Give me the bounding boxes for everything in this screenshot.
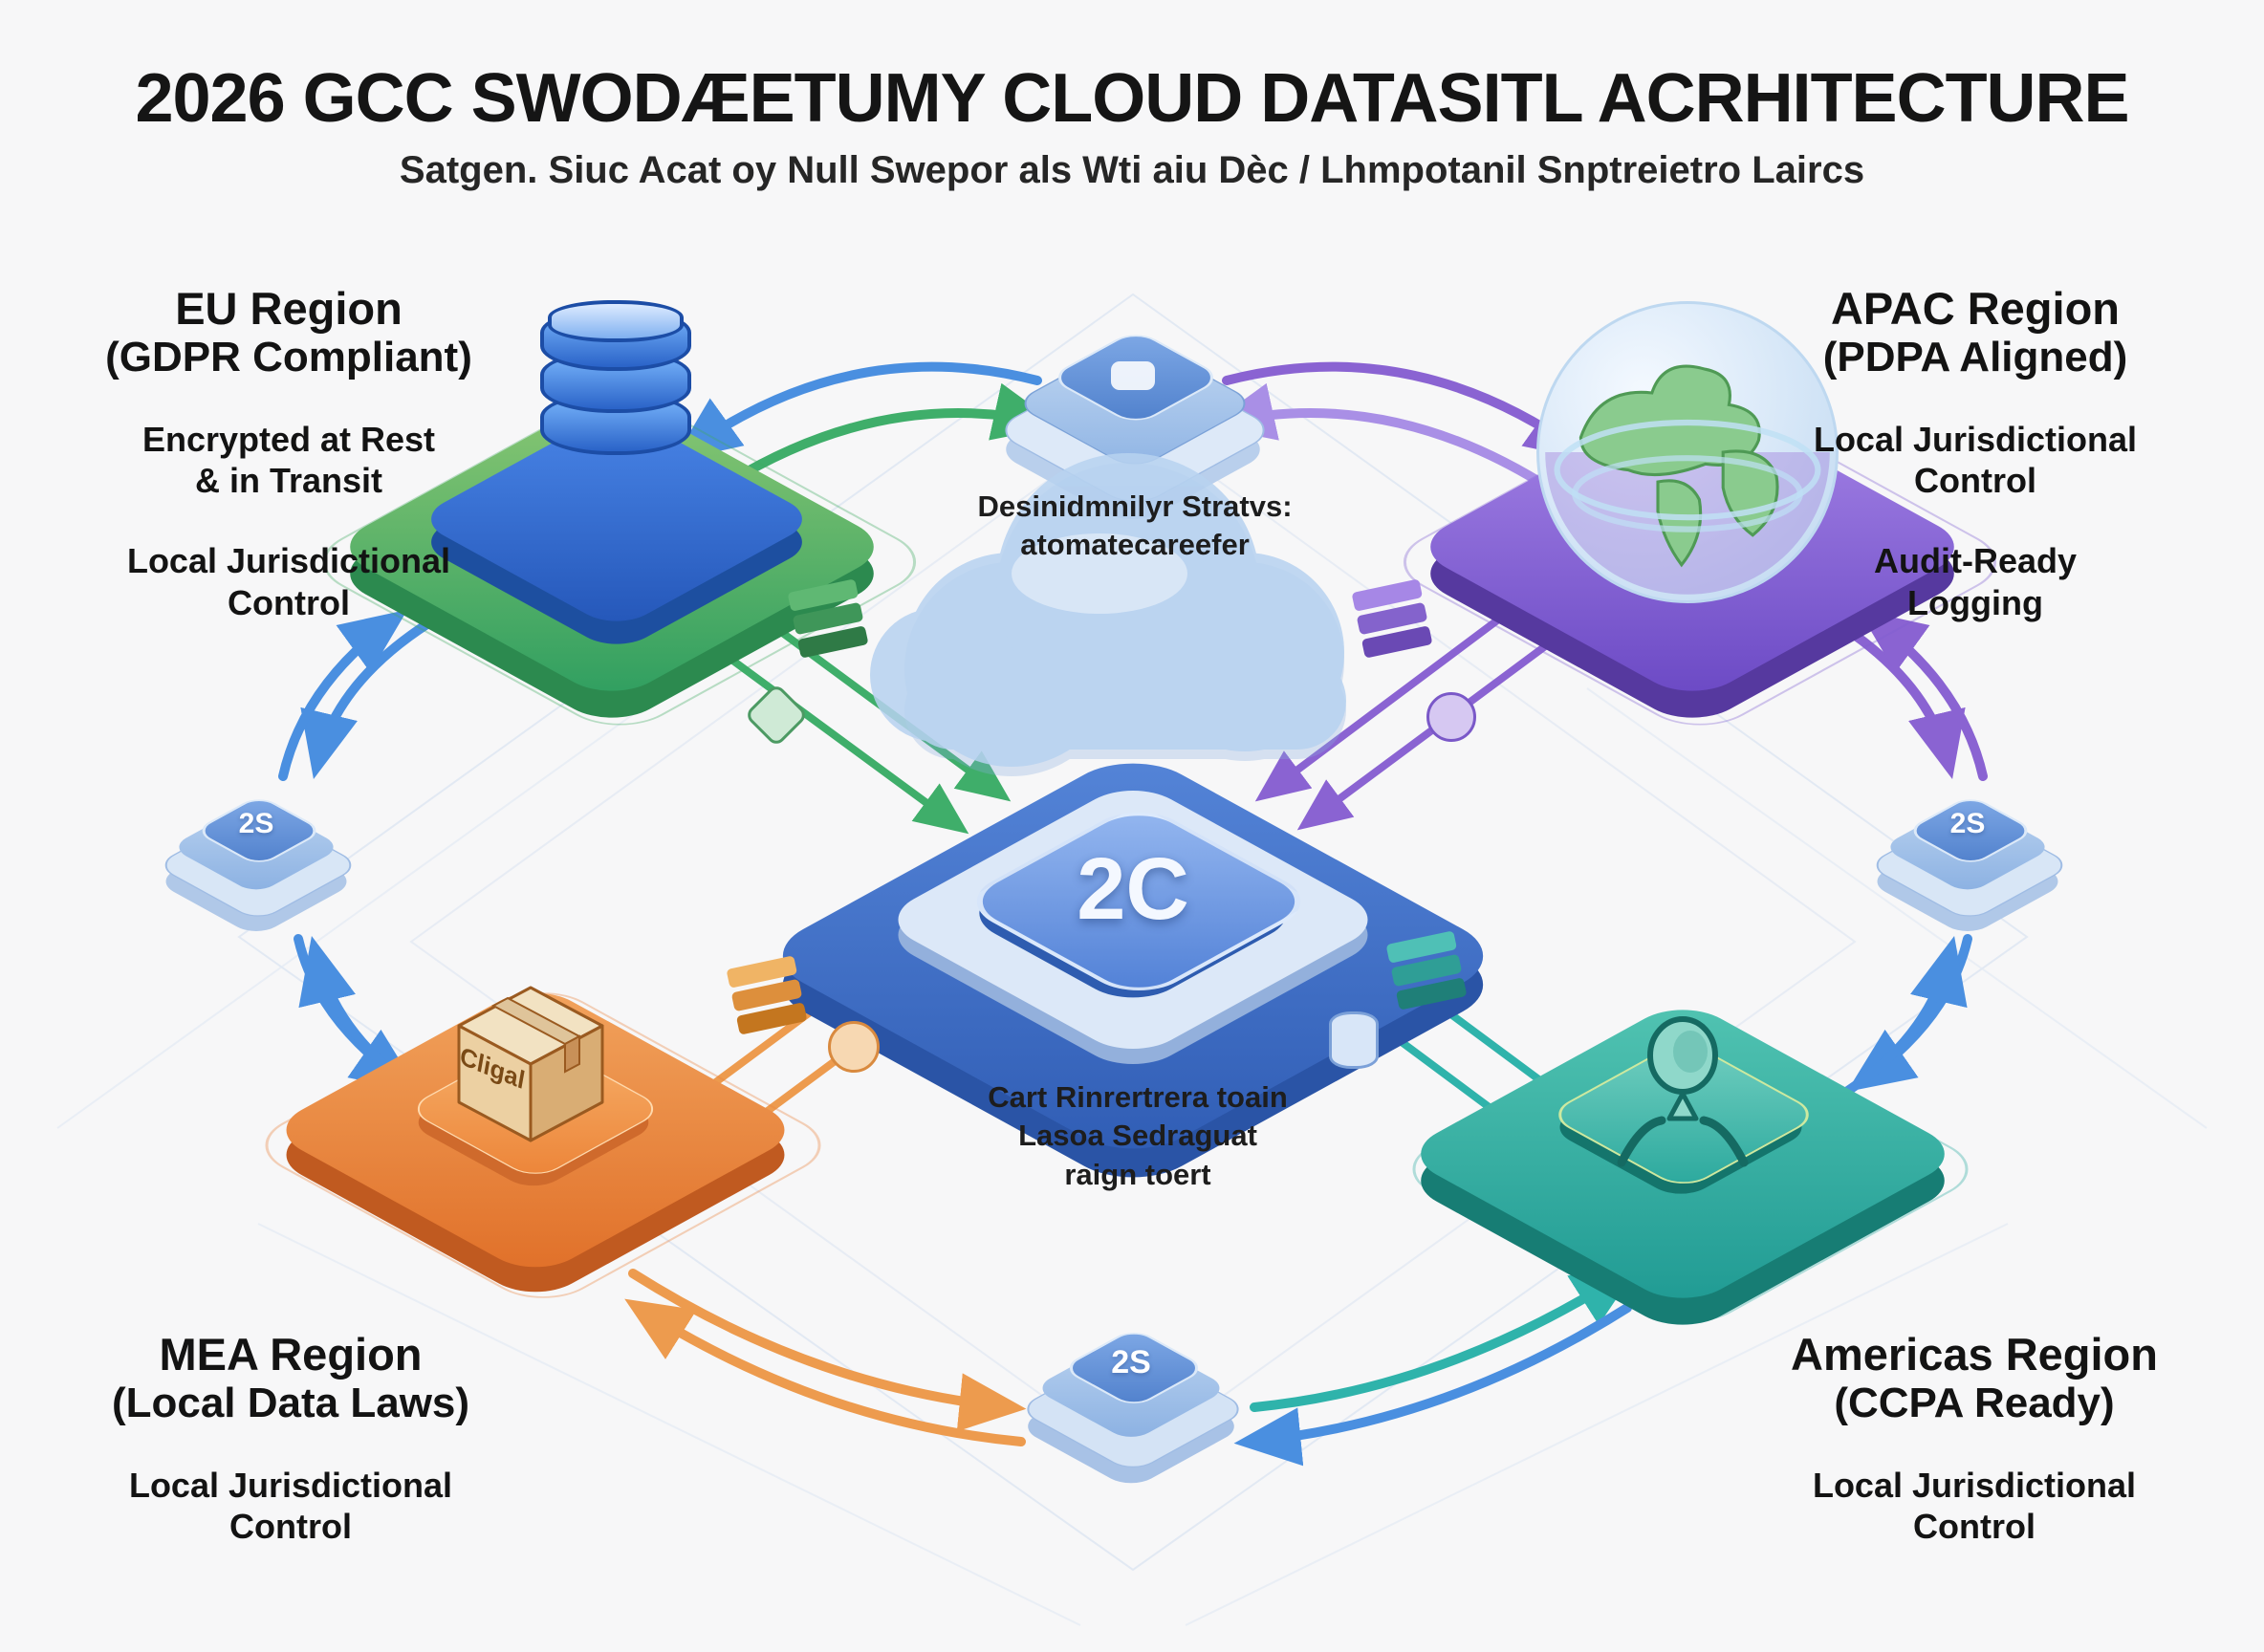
americas-region-name: Americas Region — [1791, 1329, 2158, 1380]
apac-region-feature-1: Local Jurisdictional Control — [1813, 419, 2138, 501]
americas-region-feature-1: Local Jurisdictional Control — [1812, 1465, 2137, 1547]
mini-server-purple-icon — [1351, 578, 1433, 659]
globe-icon — [1536, 301, 1839, 603]
mini-server-teal-icon — [1385, 930, 1468, 1011]
mea-region-compliance: (Local Data Laws) — [111, 1380, 470, 1427]
mea-region-label: MEA Region (Local Data Laws) Local Juris… — [46, 1331, 535, 1548]
hub-bottom-note: Cart Rinrertrera toain Lasoa Sedraguat r… — [988, 1080, 1288, 1191]
eu-region-name: EU Region — [175, 283, 403, 334]
relay-right-label: 2S — [1949, 808, 1986, 839]
user-pin-icon — [1617, 1016, 1749, 1167]
eu-region-feature-2: Local Jurisdictional Control — [126, 541, 451, 623]
americas-region-compliance: (CCPA Ready) — [1834, 1380, 2115, 1427]
eu-region-label: EU Region (GDPR Compliant) Encrypted at … — [55, 285, 522, 624]
mea-region-feature-1: Local Jurisdictional Control — [128, 1465, 453, 1547]
tag-icon — [744, 683, 809, 748]
page-title: 2026 GCC SWODÆETUMY CLOUD DATASITL ACRHI… — [135, 60, 2129, 137]
shipping-box-icon — [457, 986, 604, 1142]
apac-region-name: APAC Region — [1830, 283, 2120, 334]
mea-region-name: MEA Region — [159, 1329, 423, 1380]
relay-left-label: 2S — [238, 808, 274, 839]
mini-user-icon — [828, 1021, 880, 1073]
apac-region-compliance: (PDPA Aligned) — [1822, 334, 2128, 381]
globe-continents — [1545, 364, 1830, 595]
hub-core-label: 2C — [1077, 840, 1189, 938]
mini-server-orange-icon — [726, 955, 808, 1035]
database-stack-icon — [540, 300, 691, 467]
eu-region-compliance: (GDPR Compliant) — [105, 334, 472, 381]
pin-icon — [1426, 692, 1476, 742]
hub-top-note: Desinidmnilyr Stratvs: atomatecareefer — [977, 489, 1293, 562]
apac-region-label: APAC Region (PDPA Aligned) Local Jurisdi… — [1742, 285, 2209, 624]
apac-region-feature-2: Audit-Ready Logging — [1873, 541, 2077, 623]
relay-bottom-label: 2S — [1111, 1344, 1151, 1380]
page-subtitle: Satgen. Siuc Acat oy Null Swepor als Wti… — [399, 149, 1865, 191]
relay-top-glyph — [1111, 361, 1155, 390]
database-top-face — [548, 300, 684, 342]
americas-region-label: Americas Region (CCPA Ready) Local Juris… — [1721, 1331, 2228, 1548]
mini-server-green-icon — [787, 578, 869, 659]
eu-region-feature-1: Encrypted at Rest & in Transit — [142, 419, 436, 501]
mini-database-icon — [1329, 1011, 1379, 1069]
